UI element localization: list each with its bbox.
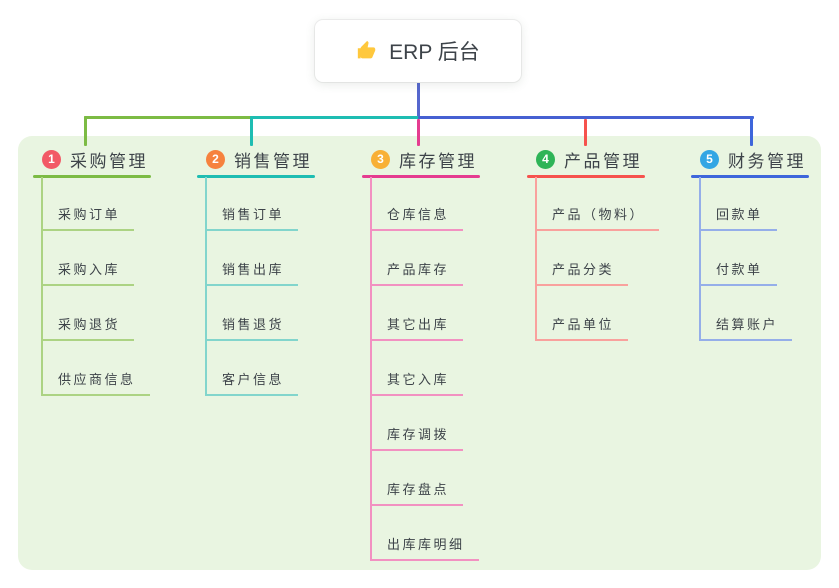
root-title: ERP 后台: [389, 41, 480, 64]
branch-underline: [362, 175, 480, 178]
child-node[interactable]: 产品分类: [535, 261, 629, 286]
child-node[interactable]: 产品单位: [535, 316, 629, 341]
child-node[interactable]: 出库库明细: [370, 536, 479, 561]
branch-underline: [527, 175, 645, 178]
child-node[interactable]: 付款单: [699, 261, 777, 286]
branch-header-1[interactable]: 1 采购管理: [33, 146, 163, 172]
branch-trunk-line: [699, 177, 701, 341]
connector-bus-middle: [251, 116, 419, 119]
branch-trunk-line: [370, 177, 372, 561]
child-node[interactable]: 结算账户: [699, 316, 793, 341]
branch-trunk-line: [535, 177, 537, 341]
connector-drop-2: [250, 116, 253, 146]
child-node[interactable]: 库存盘点: [370, 481, 464, 506]
child-node[interactable]: 仓库信息: [370, 206, 464, 231]
branch-underline: [691, 175, 809, 178]
thumbs-up-shape: [358, 40, 376, 59]
child-node[interactable]: 销售退货: [205, 316, 299, 341]
connector-drop-5: [750, 116, 753, 146]
child-node[interactable]: 采购入库: [41, 261, 135, 286]
branch-node-1: 1 采购管理采购订单采购入库采购退货供应商信息: [33, 146, 163, 396]
branch-badge: 3: [371, 149, 390, 169]
child-node[interactable]: 销售订单: [205, 206, 299, 231]
connector-root-line: [417, 82, 420, 119]
child-node[interactable]: 库存调拨: [370, 426, 464, 451]
branch-node-4: 4 产品管理产品（物料） 产品分类产品单位: [527, 146, 660, 341]
branch-title: 销售管理: [234, 151, 312, 171]
branch-header-2[interactable]: 2 销售管理: [197, 146, 327, 172]
child-node[interactable]: 产品（物料）: [535, 206, 660, 231]
branch-node-3: 3 库存管理仓库信息产品库存其它出库其它入库库存调拨库存盘点出库库明细: [362, 146, 492, 561]
connector-drop-4: [584, 119, 587, 146]
branch-node-2: 2 销售管理销售订单销售出库销售退货客户信息: [197, 146, 327, 396]
branch-badge: 5: [700, 149, 719, 169]
branch-underline: [33, 175, 151, 178]
child-node[interactable]: 采购退货: [41, 316, 135, 341]
child-node[interactable]: 其它入库: [370, 371, 464, 396]
branch-title: 产品管理: [564, 151, 642, 171]
connector-bus-left: [84, 116, 254, 119]
child-node[interactable]: 销售出库: [205, 261, 299, 286]
child-node[interactable]: 产品库存: [370, 261, 464, 286]
connector-drop-1: [84, 116, 87, 146]
child-node[interactable]: 回款单: [699, 206, 777, 231]
branches-panel: [18, 136, 821, 570]
branch-header-3[interactable]: 3 库存管理: [362, 146, 492, 172]
branch-title: 库存管理: [399, 151, 477, 171]
child-node[interactable]: 客户信息: [205, 371, 299, 396]
branch-header-4[interactable]: 4 产品管理: [527, 146, 657, 172]
branch-title: 采购管理: [70, 151, 148, 171]
connector-drop-3: [417, 119, 420, 146]
child-node[interactable]: 其它出库: [370, 316, 464, 341]
child-node[interactable]: 供应商信息: [41, 371, 150, 396]
branch-badge: 4: [536, 149, 555, 169]
thumbs-up-icon: [358, 40, 376, 59]
child-node[interactable]: 采购订单: [41, 206, 135, 231]
branch-trunk-line: [205, 177, 207, 396]
branch-trunk-line: [41, 177, 43, 396]
root-node[interactable]: ERP 后台: [315, 20, 521, 82]
branch-badge: 2: [206, 149, 225, 169]
branch-underline: [197, 175, 315, 178]
connector-bus-right: [418, 116, 754, 119]
branch-badge: 1: [42, 149, 61, 169]
branch-node-5: 5 财务管理回款单付款单结算账户: [691, 146, 821, 341]
branch-header-5[interactable]: 5 财务管理: [691, 146, 821, 172]
branch-title: 财务管理: [728, 151, 806, 171]
